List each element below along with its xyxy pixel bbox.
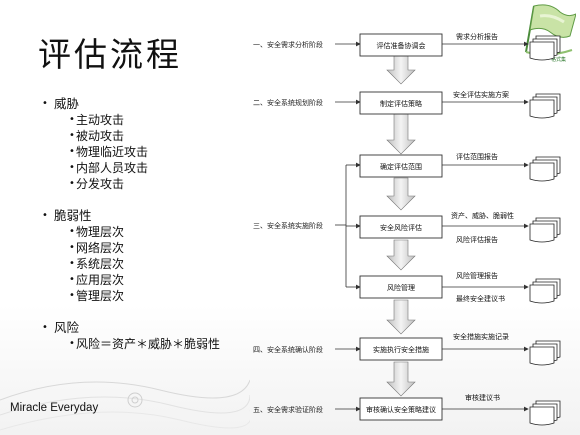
document-stack-icon bbox=[529, 35, 561, 61]
list-item-text: 物理临近攻击 bbox=[76, 145, 149, 159]
logo-text: 格式集 bbox=[551, 57, 567, 63]
list-item: 系统层次 bbox=[54, 256, 220, 272]
stage-label: 四、安全系统确认阶段 bbox=[253, 345, 323, 354]
stage-label: 五、安全需求验证阶段 bbox=[253, 405, 323, 414]
list-item-text: 管理层次 bbox=[76, 289, 125, 303]
step-label: 确定评估范围 bbox=[380, 162, 422, 171]
output-label: 资产、威胁、脆弱性 bbox=[451, 211, 514, 220]
step-label: 评估准备协调会 bbox=[377, 41, 426, 50]
output-label: 需求分析报告 bbox=[456, 32, 498, 41]
bullet-label: 威胁 bbox=[54, 96, 80, 111]
down-arrow-icon bbox=[386, 239, 416, 271]
list-item: 应用层次 bbox=[54, 272, 220, 288]
list-item-text: 网络层次 bbox=[76, 241, 125, 255]
down-arrow-icon bbox=[386, 55, 416, 85]
down-arrow-icon bbox=[386, 113, 416, 155]
output-label: 风险评估报告 bbox=[456, 235, 498, 244]
process-step-box bbox=[359, 33, 443, 57]
list-item-text: 风险＝资产＊威胁＊脆弱性 bbox=[76, 337, 221, 351]
list-item-text: 主动攻击 bbox=[76, 113, 125, 127]
bullet-vulnerability: 脆弱性 物理层次 网络层次 系统层次 应用层次 管理层次 bbox=[42, 208, 220, 304]
document-stack-icon bbox=[529, 93, 561, 119]
list-item: 物理临近攻击 bbox=[54, 144, 220, 160]
list-item-text: 内部人员攻击 bbox=[76, 161, 149, 175]
down-arrow-icon bbox=[386, 177, 416, 211]
output-label: 风险管理报告 bbox=[456, 271, 498, 280]
output-label: 安全措施实施记录 bbox=[453, 332, 509, 341]
slide-title: 评估流程 bbox=[38, 35, 182, 74]
decorative-swirl-icon bbox=[0, 379, 250, 431]
bullet-list: 威胁 主动攻击 被动攻击 物理临近攻击 内部人员攻击 分发攻击 脆弱性 物理层次… bbox=[42, 96, 220, 352]
stage-label: 三、安全系统实施阶段 bbox=[253, 221, 323, 230]
list-item-text: 应用层次 bbox=[76, 273, 125, 287]
document-stack-icon bbox=[529, 217, 561, 243]
step-label: 风险管理 bbox=[387, 283, 415, 292]
output-label: 最终安全建议书 bbox=[456, 294, 505, 303]
list-item: 物理层次 bbox=[54, 224, 220, 240]
process-step-box bbox=[359, 91, 443, 115]
document-stack-icon bbox=[529, 400, 561, 426]
footer-text: Miracle Everyday bbox=[10, 402, 99, 414]
document-stack-icon bbox=[529, 278, 561, 304]
output-label: 审核建议书 bbox=[465, 393, 500, 402]
list-item: 管理层次 bbox=[54, 288, 220, 304]
bullet-threat: 威胁 主动攻击 被动攻击 物理临近攻击 内部人员攻击 分发攻击 bbox=[42, 96, 220, 192]
list-item: 风险＝资产＊威胁＊脆弱性 bbox=[54, 336, 220, 352]
document-stack-icon bbox=[529, 156, 561, 182]
output-label: 评估范围报告 bbox=[456, 152, 498, 161]
step-label: 审核确认安全策略建议 bbox=[366, 405, 436, 414]
process-step-box bbox=[359, 215, 443, 239]
list-item-text: 被动攻击 bbox=[76, 129, 125, 143]
step-label: 制定评估策略 bbox=[380, 99, 422, 108]
bullet-label: 脆弱性 bbox=[54, 208, 92, 223]
output-label: 安全评估实施方案 bbox=[453, 90, 509, 99]
down-arrow-icon bbox=[386, 361, 416, 397]
bullet-label: 风险 bbox=[54, 320, 80, 335]
down-arrow-icon bbox=[386, 299, 416, 335]
bullet-risk: 风险 风险＝资产＊威胁＊脆弱性 bbox=[42, 320, 220, 352]
step-label: 实施执行安全措施 bbox=[373, 345, 429, 354]
list-item-text: 物理层次 bbox=[76, 225, 125, 239]
document-stack-icon bbox=[529, 340, 561, 366]
list-item: 网络层次 bbox=[54, 240, 220, 256]
list-item: 分发攻击 bbox=[54, 176, 220, 192]
stage-label: 二、安全系统规划阶段 bbox=[253, 98, 323, 107]
process-step-box bbox=[359, 154, 443, 178]
step-label: 安全风险评估 bbox=[380, 223, 422, 232]
stage-label: 一、安全需求分析阶段 bbox=[253, 40, 323, 49]
list-item: 内部人员攻击 bbox=[54, 160, 220, 176]
list-item-text: 系统层次 bbox=[76, 257, 125, 271]
list-item: 主动攻击 bbox=[54, 112, 220, 128]
list-item-text: 分发攻击 bbox=[76, 177, 125, 191]
list-item: 被动攻击 bbox=[54, 128, 220, 144]
